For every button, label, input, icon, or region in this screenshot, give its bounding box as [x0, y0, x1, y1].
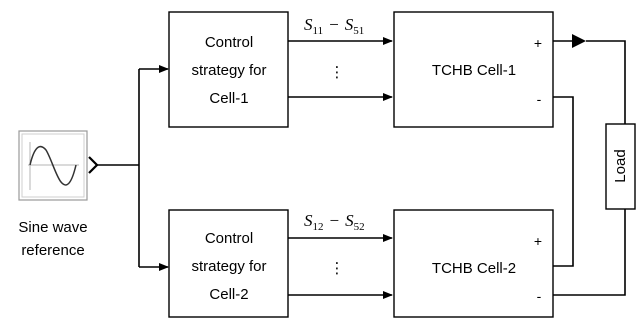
tchb-cell-2-block [393, 209, 554, 318]
control-2-line1: Control [205, 230, 253, 247]
control-1-line3: Cell-1 [209, 90, 248, 107]
control-1-line2: strategy for [191, 62, 266, 79]
reference-wires [97, 65, 169, 271]
tchb-cell-2-label: TCHB Cell-2 [432, 260, 516, 277]
ellipsis-1: ⋮ [330, 64, 345, 81]
control-2-line3: Cell-2 [209, 286, 248, 303]
control-2-line2: strategy for [191, 258, 266, 275]
output-port-icon [88, 156, 99, 174]
sine-wave-icon [28, 142, 79, 190]
cell-1-minus-terminal: - [537, 91, 542, 107]
signal-label-2: S12−S52 [304, 211, 365, 233]
tchb-cell-1-block [393, 11, 554, 128]
tchb-cell-1-label: TCHB Cell-1 [432, 62, 516, 79]
load-label: Load [612, 149, 629, 182]
load-block [605, 123, 636, 210]
cell-2-minus-terminal: - [537, 288, 542, 304]
control-strategy-block-2 [168, 209, 289, 318]
output-wires [553, 34, 626, 296]
switching-signal-wires [288, 37, 393, 299]
cell-1-plus-terminal: + [534, 35, 542, 51]
signal-label-1: S11−S51 [304, 15, 364, 37]
source-label-line1: Sine wave [18, 219, 87, 236]
cell-2-plus-terminal: + [534, 233, 542, 249]
control-strategy-block-1 [168, 11, 289, 128]
ellipsis-2: ⋮ [330, 260, 345, 277]
control-1-line1: Control [205, 34, 253, 51]
sine-source-block [18, 130, 99, 201]
source-label-line2: reference [21, 242, 84, 259]
